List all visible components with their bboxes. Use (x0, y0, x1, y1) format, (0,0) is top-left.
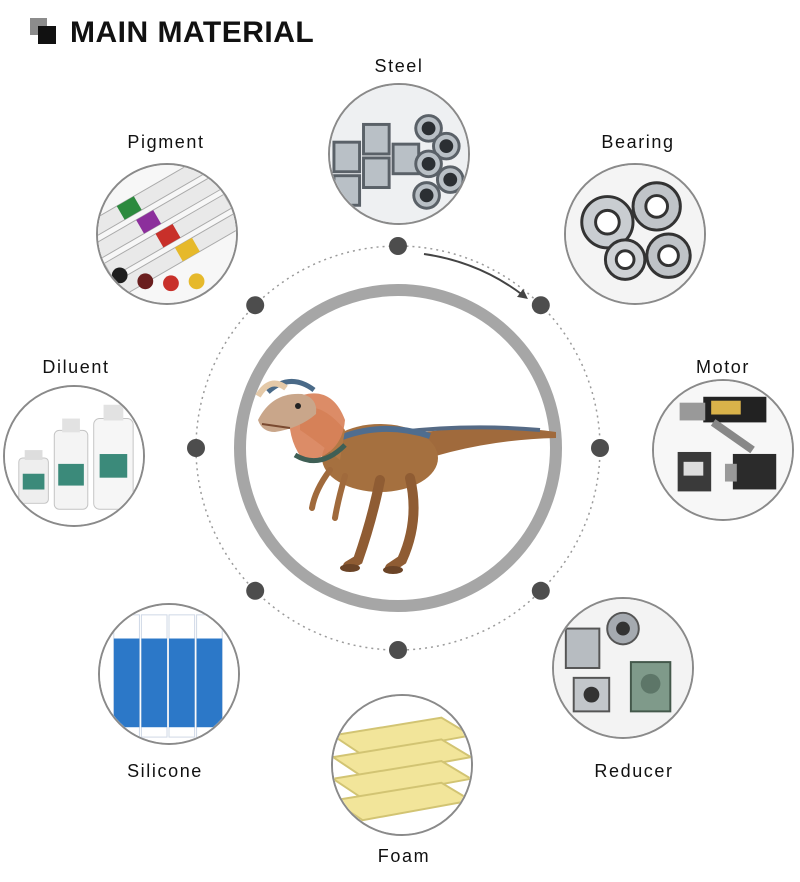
pigment-tubes-icon (98, 165, 236, 303)
label-reducer: Reducer (594, 761, 674, 781)
orbit-dots (187, 237, 609, 659)
label-pigment: Pigment (127, 132, 205, 152)
foam-sheets-icon (333, 696, 471, 834)
motor-bubble (652, 379, 794, 521)
foam-bubble (331, 694, 473, 836)
reducer-bubble (552, 597, 694, 739)
label-foam: Foam (377, 846, 431, 866)
diluent-bubble (3, 385, 145, 527)
dilophosaurus-dinosaur-icon (255, 379, 556, 574)
pigment-bubble (96, 163, 238, 305)
label-diluent: Diluent (42, 357, 110, 377)
bearing-bubble (564, 163, 706, 305)
orbit-dot (187, 439, 205, 457)
logo-square-dark (38, 26, 56, 44)
orbit-dot (246, 296, 265, 315)
orbit-dot (246, 581, 265, 600)
orbit-dot (389, 641, 407, 659)
electric-motor-icon (654, 381, 792, 519)
silicone-tubes-icon (100, 605, 238, 743)
orbit-dot (389, 237, 407, 255)
label-silicone: Silicone (127, 761, 203, 781)
silicone-bubble (98, 603, 240, 745)
orbit-dot (591, 439, 609, 457)
ball-bearings-icon (566, 165, 704, 303)
orbit-dot (531, 581, 550, 600)
orbit-arrow (423, 253, 528, 300)
diluent-bottles-icon (5, 387, 143, 525)
page-title: MAIN MATERIAL (70, 16, 315, 49)
orbit-dot (531, 296, 550, 315)
label-motor: Motor (695, 357, 750, 377)
center-ring (234, 284, 562, 612)
label-bearing: Bearing (601, 132, 675, 152)
steel-bubble (328, 83, 470, 225)
gear-reducer-icon (554, 599, 692, 737)
steel-pipes-icon (330, 85, 468, 223)
label-steel: Steel (374, 56, 424, 76)
